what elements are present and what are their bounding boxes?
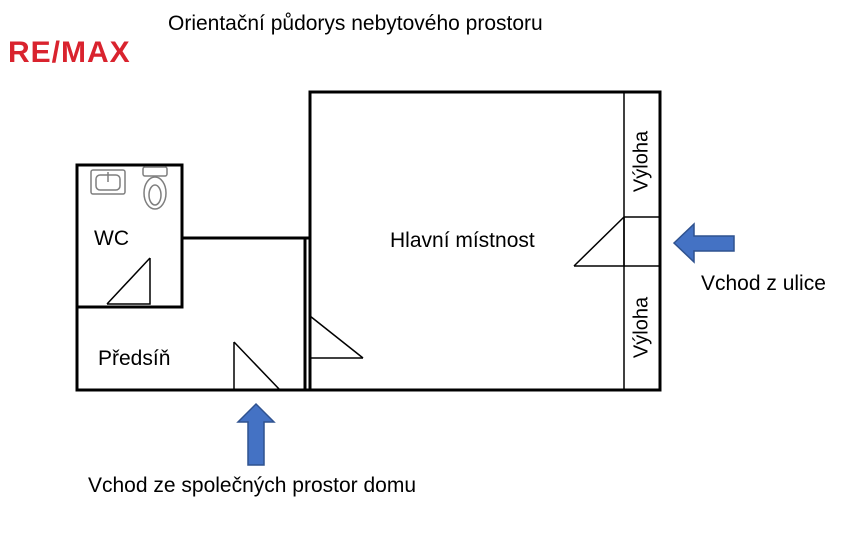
main-door [309,316,363,359]
wc-door [107,258,151,305]
toilet-icon [142,166,168,210]
window-bottom-label: Výloha [630,296,653,359]
wc-wall [75,163,184,309]
street-door [574,217,625,267]
walls [75,90,662,392]
hall-wall [75,307,310,392]
street-entrance-label: Vchod z ulice [701,272,826,295]
common-entrance-label: Vchod ze společných prostor domu [88,474,417,497]
main-room-label: Hlavní místnost [390,229,535,252]
arrow-left-icon [672,222,735,264]
arrow-up-icon [236,402,276,466]
door-swings [106,216,625,391]
sink-icon [90,169,126,195]
remax-logo: RE/MAX [8,36,131,69]
hall-label: Předsíň [98,347,171,370]
wc-label: WC [94,227,129,250]
window-top-label: Výloha [630,130,653,193]
page-title: Orientační půdorys nebytového prostoru [168,12,543,35]
main-room-wall [308,90,662,392]
hall-door [233,342,280,391]
